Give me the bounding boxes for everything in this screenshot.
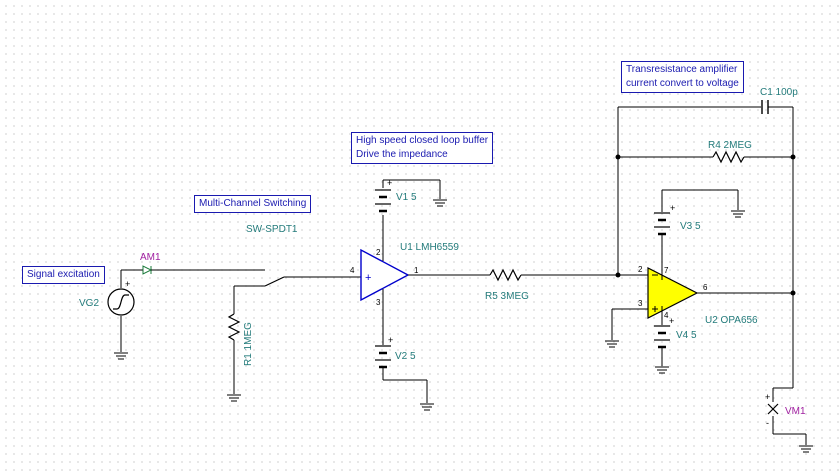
svg-text:3: 3 [638,299,643,308]
svg-text:3: 3 [376,298,381,307]
svg-text:+: + [670,203,675,213]
capacitor-c1[interactable] [761,100,769,114]
svg-text:7: 7 [664,266,669,275]
battery-v3[interactable]: + [654,203,675,236]
am1-label: AM1 [140,252,161,263]
svg-text:+: + [387,178,392,188]
ground-vm1 [799,445,813,453]
svg-text:+: + [365,272,371,284]
junction-dot [615,154,621,160]
svg-text:-: - [766,418,769,428]
u1-label: U1 LMH6559 [400,242,459,253]
ground-u2-in [605,340,619,348]
ground-r1 [227,394,241,402]
v1-label: V1 5 [396,192,417,203]
voltmeter-vm1[interactable]: + - [765,392,779,428]
ground-v2 [420,403,434,411]
opamp-u2[interactable] [647,267,699,319]
switch-sw-spdt1[interactable] [234,269,300,287]
junction-dot [790,154,796,160]
svg-text:6: 6 [703,283,708,292]
note-multi-channel-switching[interactable]: Multi-Channel Switching [194,195,312,213]
r5-label: R5 3MEG [485,291,529,302]
junction-dot [615,272,621,278]
junction-dot [790,290,796,296]
ground-v3 [731,210,745,218]
svg-text:+: + [669,316,674,326]
svg-text:+: + [125,279,130,289]
svg-text:1: 1 [414,266,419,275]
note-closed-loop-buffer[interactable]: High speed closed loop buffer Drive the … [351,132,494,164]
svg-text:2: 2 [376,248,381,257]
ground-vg2 [114,352,128,360]
ammeter-am1[interactable] [142,265,153,275]
v4-label: V4 5 [676,330,697,341]
resistor-r5[interactable] [489,268,522,282]
svg-text:+: + [765,392,770,402]
r4-label: R4 2MEG [708,140,752,151]
resistor-r1[interactable] [227,313,241,341]
svg-text:4: 4 [350,266,355,275]
battery-v1[interactable]: + [375,178,392,213]
svg-text:2: 2 [638,265,643,274]
v3-label: V3 5 [680,221,701,232]
svg-text:+: + [388,335,393,345]
ground-v4 [655,366,669,374]
c1-label: C1 100p [760,87,798,98]
vm1-label: VM1 [785,406,806,417]
resistor-r4[interactable] [712,150,745,164]
vg2-label: VG2 [79,298,99,309]
r1-label: R1 1MEG [243,322,254,366]
note-transresistance-amplifier[interactable]: Transresistance amplifier current conver… [621,61,744,93]
ground-v1 [433,199,447,207]
sw-label: SW-SPDT1 [246,224,298,235]
v2-label: V2 5 [395,351,416,362]
u2-label: U2 OPA656 [705,315,758,326]
battery-v4[interactable]: + [654,316,674,349]
svg-text:4: 4 [664,311,669,320]
buffer-u1[interactable]: + [360,248,410,302]
battery-v2[interactable]: + [375,335,393,369]
signal-source-vg2[interactable]: + [107,270,135,352]
note-signal-excitation[interactable]: Signal excitation [22,266,105,284]
